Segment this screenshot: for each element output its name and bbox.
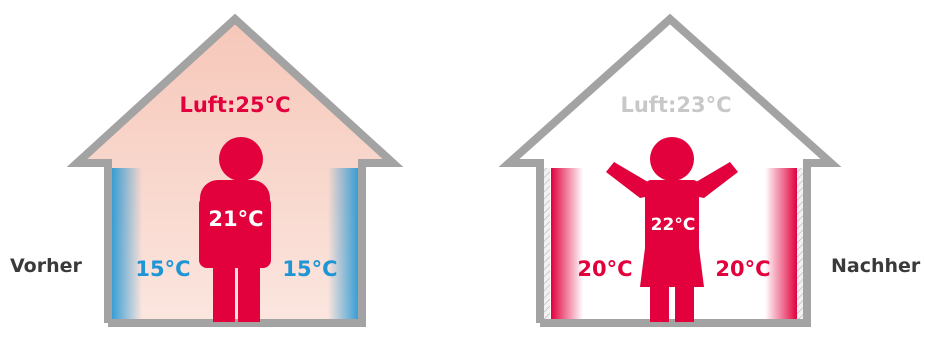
cold-wall-left <box>108 168 142 320</box>
wall-right-temp-before: 15°C <box>282 257 337 281</box>
house-after: Luft:23°C 22°C 20°C 20°C <box>509 19 831 323</box>
person-temp-before: 21°C <box>208 207 263 231</box>
wall-left-temp-before: 15°C <box>135 257 190 281</box>
after-label: Nachher <box>831 255 920 277</box>
wall-left-temp-after: 20°C <box>577 257 632 281</box>
wall-right-temp-after: 20°C <box>715 257 770 281</box>
warm-wall-left <box>551 168 583 320</box>
before-label: Vorher <box>10 255 82 277</box>
warm-wall-right <box>765 168 797 320</box>
air-temp-before: Luft:25°C <box>179 93 290 117</box>
cold-wall-right <box>328 168 362 320</box>
house-before: Luft:25°C 21°C 15°C 15°C <box>77 19 393 323</box>
air-temp-after: Luft:23°C <box>620 93 731 117</box>
person-temp-after: 22°C <box>651 215 696 235</box>
